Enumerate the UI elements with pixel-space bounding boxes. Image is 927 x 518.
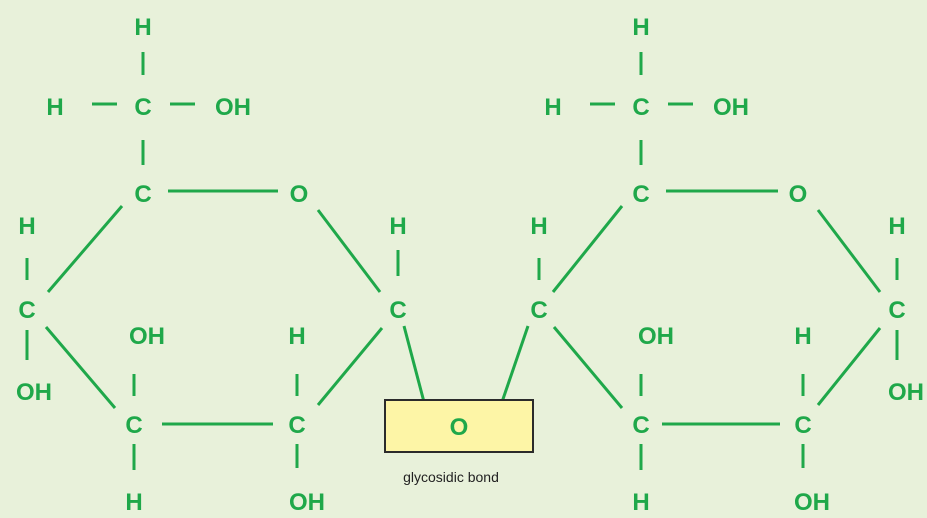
atom-right-c1-oh: OH: [888, 379, 924, 406]
atom-right-c3-oh: OH: [638, 323, 674, 350]
glycosidic-oxygen-box: [384, 399, 534, 453]
bond-left-c1-glycosidic: [402, 325, 426, 403]
atom-right-ch2-top-h: H: [632, 14, 649, 41]
atom-left-ch2-h: H: [46, 94, 63, 121]
bond-left-c4-c5: [46, 205, 124, 293]
atom-left-c3-h: H: [125, 489, 142, 516]
atom-right-ch2-oh: OH: [713, 94, 749, 121]
atom-left-c2-h: H: [288, 323, 305, 350]
left-glucose-unit: H C H OH C O H C H C OH OH C H H C OH: [16, 14, 426, 516]
atom-right-c2: C: [794, 412, 811, 439]
glycosidic-oxygen: O: [450, 414, 469, 441]
glycosidic-caption: glycosidic bond: [403, 469, 499, 485]
glycosidic-bond: O glycosidic bond: [384, 325, 534, 485]
bond-left-ringo-c1: [316, 209, 382, 293]
atom-right-c3-h: H: [632, 489, 649, 516]
bond-right-c1-c2: [816, 327, 882, 406]
atom-right-c5: C: [632, 181, 649, 208]
atom-right-ring-o: O: [789, 181, 808, 208]
atom-left-c3: C: [125, 412, 142, 439]
atom-right-c1-h: H: [888, 213, 905, 240]
bond-right-ringo-c1: [816, 209, 882, 293]
atom-left-c2: C: [288, 412, 305, 439]
atom-right-ch2-h: H: [544, 94, 561, 121]
right-glucose-unit: H C H OH C O H C OH H C OH OH C H H C: [530, 14, 924, 516]
bond-right-c3-c4: [552, 326, 624, 409]
atom-left-ring-o: O: [290, 181, 309, 208]
atom-left-c3-oh: OH: [129, 323, 165, 350]
atom-left-ch2-top-h: H: [134, 14, 151, 41]
atom-left-ch2-oh: OH: [215, 94, 251, 121]
atom-right-c1: C: [888, 297, 905, 324]
atom-right-c3: C: [632, 412, 649, 439]
atom-left-c2-oh: OH: [289, 489, 325, 516]
atom-right-c4: C: [530, 297, 547, 324]
atom-right-c2-oh: OH: [794, 489, 830, 516]
bond-right-c1-glycosidic: [500, 325, 530, 403]
atom-left-c1: C: [389, 297, 406, 324]
atom-left-ch2-c: C: [134, 94, 151, 121]
bond-left-c3-c4: [44, 326, 117, 409]
bond-right-c4-c5: [551, 205, 624, 293]
atom-right-c4-h: H: [530, 213, 547, 240]
atom-left-c4-oh: OH: [16, 379, 52, 406]
bond-left-c1-c2: [316, 327, 384, 406]
atom-left-c1-h: H: [389, 213, 406, 240]
atom-right-ch2-c: C: [632, 94, 649, 121]
atom-left-c5: C: [134, 181, 151, 208]
atom-left-c4-h: H: [18, 213, 35, 240]
atom-left-c4: C: [18, 297, 35, 324]
atom-right-c2-h: H: [794, 323, 811, 350]
